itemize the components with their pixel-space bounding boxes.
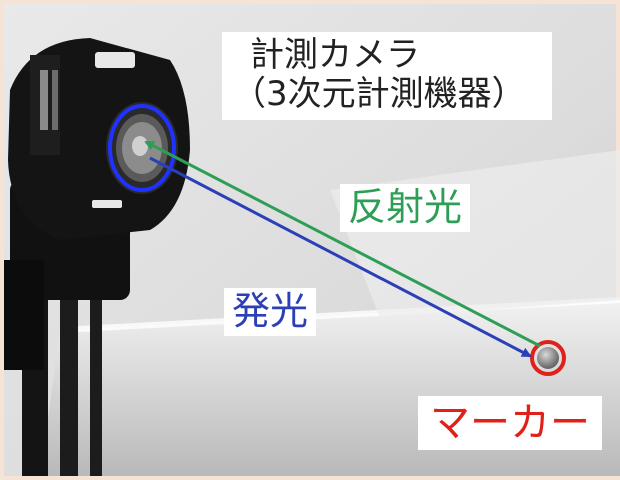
- reflected-light-label: 反射光: [340, 184, 471, 232]
- marker-ball-icon: [530, 340, 566, 376]
- camera-icon: [8, 38, 190, 240]
- marker-label: マーカー: [418, 396, 602, 450]
- camera-label: 計測カメラ （3次元計測機器）: [222, 32, 552, 121]
- emitted-light-label: 発光: [224, 288, 317, 336]
- camera-label-subtitle: （3次元計測機器）: [232, 74, 526, 115]
- camera-label-title: 計測カメラ: [250, 35, 420, 75]
- emitted-light-arrow: [149, 156, 532, 358]
- reflected-light-arrow: [144, 140, 541, 348]
